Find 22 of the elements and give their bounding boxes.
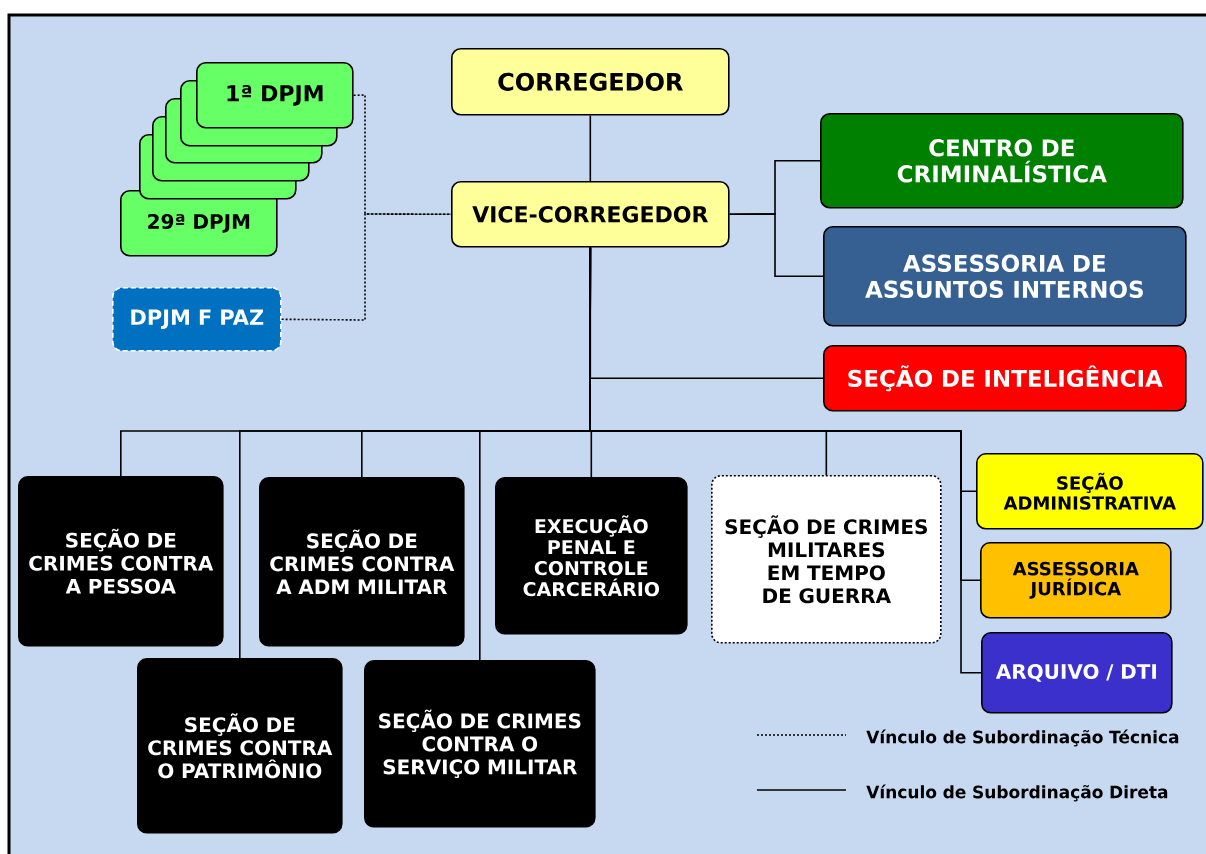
org-box: SEÇÃO DE CRIMES MILITARES EM TEMPO DE GUERRA [711, 475, 942, 644]
org-box: SEÇÃO DE CRIMES CONTRA O PATRIMÔNIO [137, 658, 343, 834]
org-box: SEÇÃO DE CRIMES CONTRA A ADM MILITAR [259, 477, 465, 647]
org-box: ASSESSORIA JURÍDICA [980, 542, 1172, 619]
org-box: ASSESSORIA DE ASSUNTOS INTERNOS [823, 226, 1187, 327]
connector-line [589, 114, 592, 182]
org-box: SEÇÃO DE CRIMES CONTRA O SERVIÇO MILITAR [364, 660, 596, 828]
connector-line [589, 246, 982, 674]
org-box: DPJM F PAZ [112, 287, 282, 352]
org-box: VICE-CORREGEDOR [451, 181, 730, 248]
org-box: CENTRO DE CRIMINALÍSTICA [820, 113, 1184, 209]
legend-text: Vínculo de Subordinação Direta [866, 784, 1168, 802]
org-box: SEÇÃO DE INTELIGÊNCIA [823, 345, 1187, 412]
org-box: SEÇÃO DE CRIMES CONTRA A PESSOA [18, 476, 224, 647]
org-box: SEÇÃO ADMINISTRATIVA [976, 453, 1204, 530]
connector-line [728, 213, 824, 278]
legend-text: Vínculo de Subordinação Técnica [866, 729, 1179, 747]
org-box: EXECUÇÃO PENAL E CONTROLE CARCERÁRIO [495, 477, 688, 635]
org-box: CORREGEDOR [451, 48, 730, 116]
org-box: ARQUIVO / DTI [981, 632, 1173, 714]
org-box: 1ª DPJM [196, 62, 354, 129]
connector-line [280, 213, 452, 321]
